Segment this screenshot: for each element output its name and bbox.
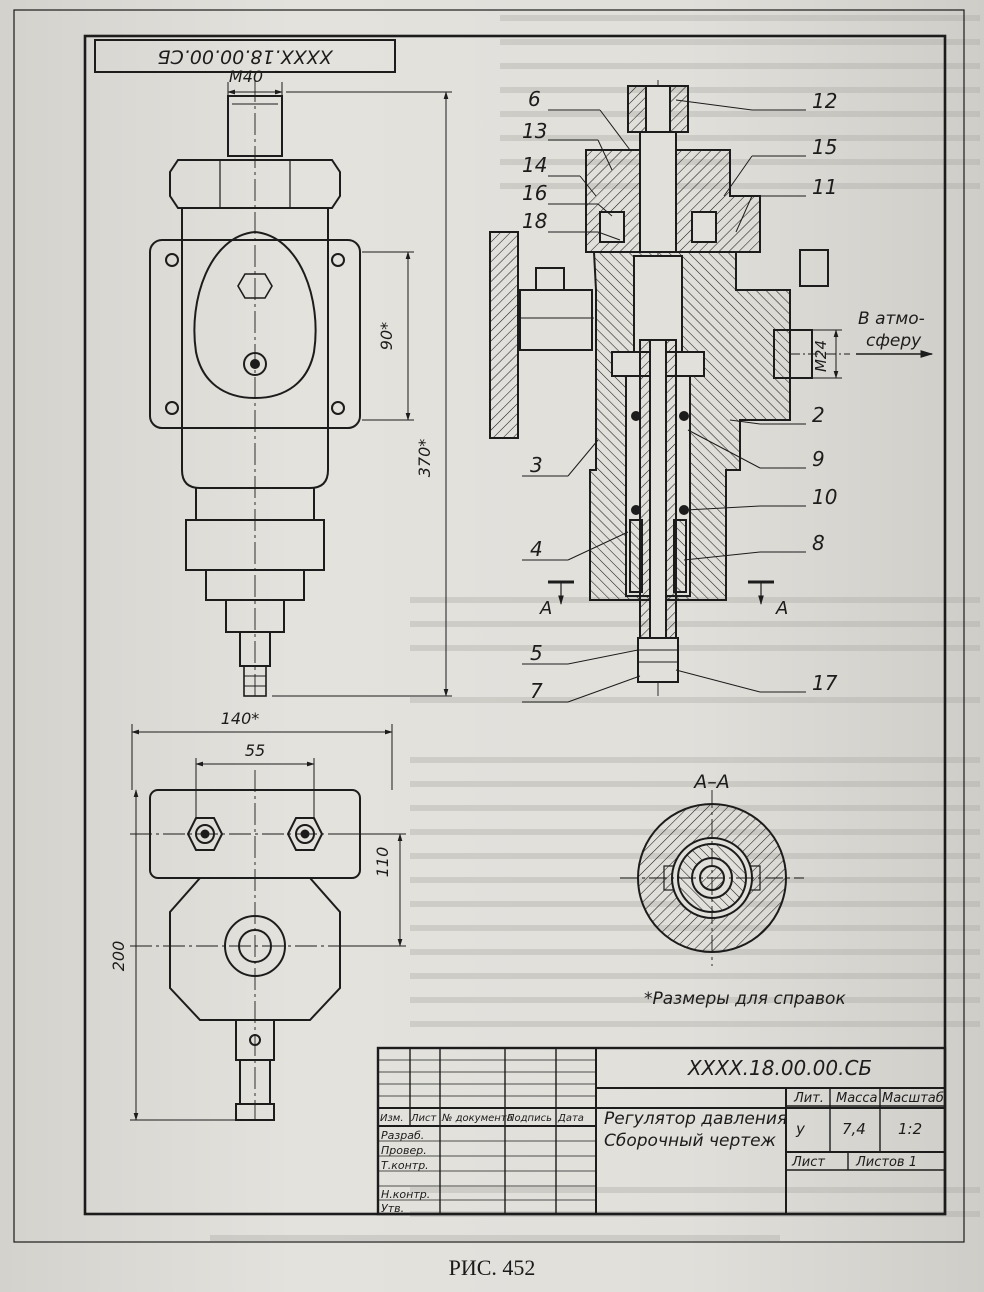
part-11: 11 bbox=[812, 175, 837, 199]
part-8: 8 bbox=[812, 531, 825, 555]
section-a-left: А bbox=[539, 598, 552, 619]
part-9: 9 bbox=[812, 447, 825, 471]
tb-role-norm-control: Н.контр. bbox=[381, 1188, 430, 1201]
part-6: 6 bbox=[528, 87, 541, 111]
part-14: 14 bbox=[522, 153, 547, 177]
part-15: 15 bbox=[812, 135, 837, 159]
dim-m40: М40 bbox=[229, 67, 263, 86]
figure-caption: РИС. 452 bbox=[448, 1255, 536, 1280]
dim-55: 55 bbox=[245, 741, 265, 760]
part-4: 4 bbox=[530, 537, 543, 561]
dim-90: 90* bbox=[377, 322, 396, 350]
plan-view-dimensions bbox=[130, 724, 406, 1121]
section-markers bbox=[548, 580, 774, 605]
part-12: 12 bbox=[812, 89, 837, 113]
part-7: 7 bbox=[530, 679, 543, 703]
outlet-dimensions bbox=[812, 329, 934, 379]
tb-scale-value: 1:2 bbox=[898, 1120, 922, 1138]
tb-col-document: № документа bbox=[441, 1113, 513, 1124]
title-block-text: XXXX.18.00.00.СБ Регулятор давления Сбор… bbox=[380, 1056, 944, 1215]
atm-label-2: сферу bbox=[866, 331, 922, 351]
tb-mass-value: 7,4 bbox=[842, 1120, 866, 1138]
tb-lit-value: у bbox=[795, 1120, 806, 1138]
tb-col-date: Дата bbox=[557, 1113, 584, 1124]
part-16: 16 bbox=[522, 181, 547, 205]
part-2: 2 bbox=[812, 403, 825, 427]
dim-370: 370* bbox=[415, 439, 434, 478]
tb-mass-label: Масса bbox=[836, 1091, 877, 1106]
front-view-dimensions bbox=[227, 82, 452, 697]
plan-view bbox=[130, 770, 380, 1121]
tb-role-developed: Разраб. bbox=[381, 1129, 424, 1142]
top-code-box: XXXX.18.00.00.СБ bbox=[94, 39, 396, 73]
reference-note: *Размеры для справок bbox=[644, 989, 846, 1009]
section-aa-view bbox=[620, 790, 804, 966]
dim-110: 110 bbox=[373, 847, 392, 878]
tb-lit-label: Лит. bbox=[793, 1091, 824, 1106]
dim-140: 140* bbox=[221, 709, 260, 728]
section-a-right: А bbox=[775, 598, 788, 619]
tb-role-checked: Провер. bbox=[381, 1144, 427, 1157]
title-block-grid bbox=[376, 1046, 947, 1216]
atm-label-1: В атмо- bbox=[858, 309, 925, 329]
tb-col-signature: Подпись bbox=[507, 1113, 552, 1124]
part-10: 10 bbox=[812, 485, 837, 509]
part-18: 18 bbox=[522, 209, 547, 233]
tb-sheet-label: Лист bbox=[791, 1155, 825, 1170]
dim-200: 200 bbox=[109, 941, 128, 972]
tb-product-name: Регулятор давления bbox=[604, 1109, 787, 1129]
part-13: 13 bbox=[522, 119, 547, 143]
tb-scale-label: Масштаб bbox=[882, 1091, 944, 1106]
section-title: А–А bbox=[692, 771, 730, 793]
tb-role-approved: Утв. bbox=[381, 1202, 404, 1215]
part-numbers: 6 13 14 16 18 12 15 11 3 4 5 7 2 9 10 8 … bbox=[522, 87, 838, 703]
section-view bbox=[489, 80, 850, 700]
part-3: 3 bbox=[530, 453, 543, 477]
leader-lines bbox=[522, 99, 806, 703]
front-view bbox=[149, 80, 361, 700]
tb-col-change: Изм. bbox=[380, 1113, 404, 1124]
tb-role-tech-control: Т.контр. bbox=[381, 1159, 429, 1172]
tb-col-sheet: Лист bbox=[410, 1113, 438, 1124]
part-5: 5 bbox=[530, 641, 543, 665]
part-17: 17 bbox=[812, 671, 838, 695]
tb-doc-type: Сборочный чертеж bbox=[604, 1131, 777, 1151]
top-code-text: XXXX.18.00.00.СБ bbox=[157, 46, 333, 68]
tb-sheets-label: Листов 1 bbox=[855, 1155, 917, 1170]
dim-m24: М24 bbox=[812, 340, 830, 372]
tb-code: XXXX.18.00.00.СБ bbox=[687, 1056, 872, 1080]
